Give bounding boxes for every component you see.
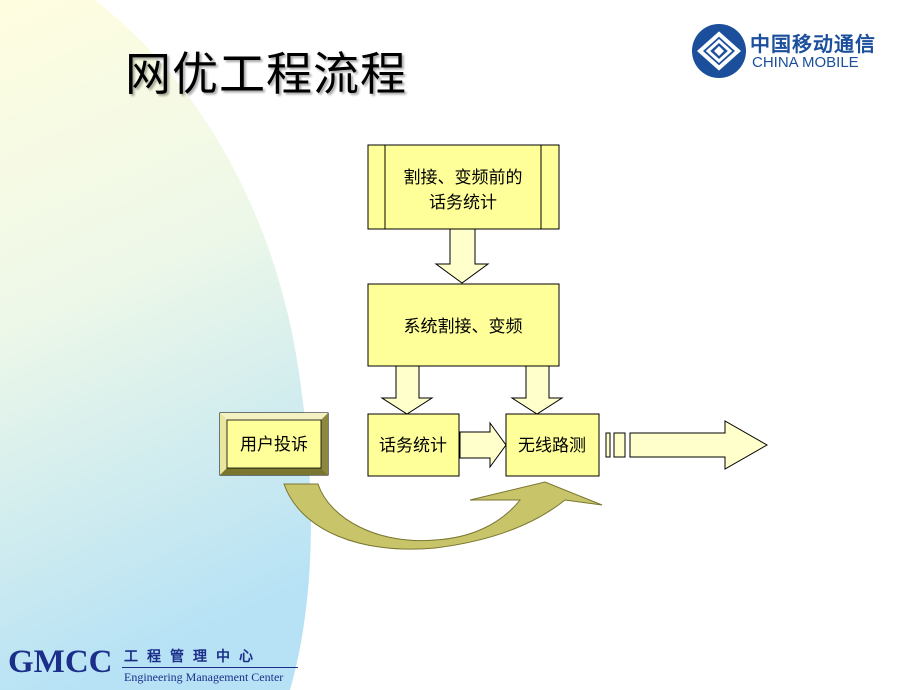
arrow-right-1 (459, 421, 507, 469)
system-cutover-label: 系统割接、变频 (404, 317, 523, 337)
pre-stats-line1: 割接、变频前的 (404, 168, 523, 188)
node-traffic-stats: 话务统计 (367, 413, 460, 477)
node-pre-stats: 割接、变频前的 话务统计 (367, 144, 560, 230)
footer-divider (122, 667, 298, 668)
china-mobile-logo: 中国移动通信 CHINA MOBILE (690, 22, 900, 82)
logo-name-en: CHINA MOBILE (752, 54, 859, 71)
output-arrow (605, 420, 769, 470)
node-drive-test: 无线路测 (505, 413, 600, 477)
slide-title: 网优工程流程 (125, 47, 407, 101)
footer-brand: GMCC (8, 644, 113, 680)
arrow-down-3 (510, 365, 564, 415)
arrow-down-1 (434, 228, 490, 284)
traffic-stats-label: 话务统计 (379, 436, 447, 456)
drive-test-label: 无线路测 (518, 436, 586, 456)
node-user-complaint: 用户投诉 (219, 412, 329, 476)
curved-arrow (283, 481, 603, 550)
node-system-cutover: 系统割接、变频 (367, 283, 560, 367)
china-mobile-emblem-icon (692, 24, 746, 78)
logo-name-cn: 中国移动通信 (750, 32, 876, 56)
footer-name-en: Engineering Management Center (124, 670, 284, 684)
arrow-down-2 (380, 365, 434, 415)
footer-name-cn: 工程管理中心 (124, 649, 262, 665)
pre-stats-line2: 话务统计 (429, 193, 497, 213)
user-complaint-label: 用户投诉 (240, 435, 308, 455)
